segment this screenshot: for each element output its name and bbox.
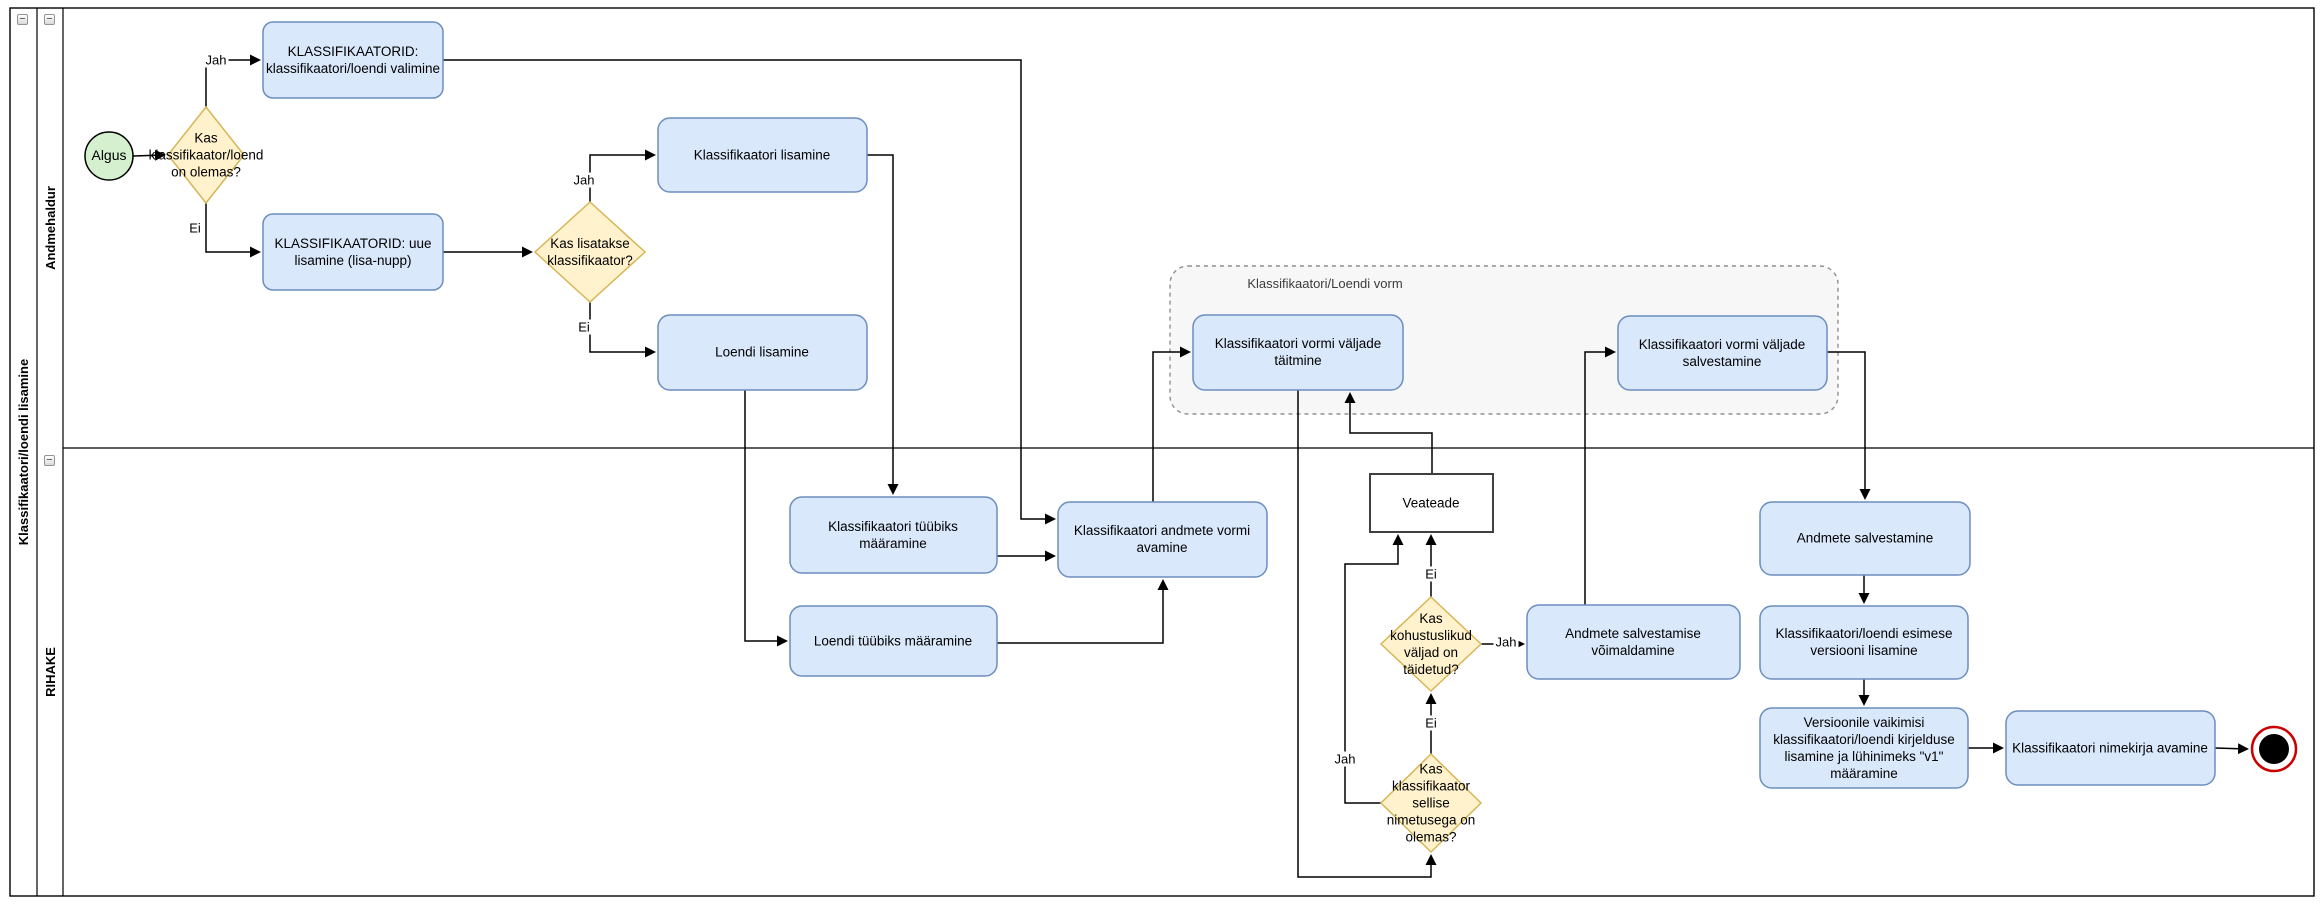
- minus-icon: −: [19, 13, 26, 25]
- edge-nimetusega-jah-veateade: [1344, 534, 1404, 804]
- edge-start-to-olemas: [132, 149, 166, 161]
- end-event-core: [2259, 734, 2289, 764]
- task-klassifikaatori-lisamine[interactable]: [657, 117, 868, 193]
- task-voimaldamine[interactable]: [1526, 604, 1741, 680]
- edge-loenditu-avamine: [997, 579, 1169, 644]
- edge-valimine-avamine: [443, 59, 1056, 525]
- edge-olemas-ei-uue: [205, 203, 261, 258]
- lane-andmehaldur-collapse-button[interactable]: −: [44, 14, 55, 25]
- task-nimekirja[interactable]: [2005, 710, 2216, 786]
- minus-icon: −: [46, 13, 53, 25]
- edge-veateade-taitmine: [1344, 392, 1433, 474]
- decision-nimetusega[interactable]: [1379, 752, 1483, 854]
- task-valimine[interactable]: [262, 21, 444, 99]
- edge-taitmine-nimetusega: [1297, 390, 1437, 878]
- edge-voimaldamine-salvestamine: [1584, 346, 1616, 605]
- task-vormi-salvestamine[interactable]: [1617, 315, 1828, 391]
- decision-olemas[interactable]: [167, 105, 245, 205]
- pool-frame: [9, 7, 2315, 897]
- task-taitmine[interactable]: [1192, 314, 1404, 391]
- task-vormi-avamine[interactable]: [1057, 501, 1268, 578]
- edge-lisatakse-ei-loend: [589, 302, 656, 358]
- lane-rihake-collapse-button[interactable]: −: [44, 455, 55, 466]
- edge-loend-tuubiks: [744, 390, 788, 647]
- decision-lisatakse[interactable]: [533, 200, 647, 304]
- start-event[interactable]: [84, 131, 134, 181]
- minus-icon: −: [46, 454, 53, 466]
- edge-olemas-jah-valimine: [205, 54, 261, 107]
- task-kl-tuubiks[interactable]: [789, 496, 998, 574]
- task-esimene-versioon[interactable]: [1759, 605, 1969, 680]
- task-uue-lisamine[interactable]: [262, 213, 444, 291]
- decision-kohustuslikud[interactable]: [1379, 595, 1483, 693]
- edge-lisatakse-jah-kl: [589, 149, 656, 202]
- veateade-box[interactable]: [1369, 473, 1494, 533]
- task-loendi-lisamine[interactable]: [657, 314, 868, 391]
- task-loendi-tuubiks[interactable]: [789, 605, 998, 677]
- edge-nimekirja-end: [2214, 743, 2249, 755]
- edge-kl-tuubiks: [867, 154, 899, 495]
- task-versioonile[interactable]: [1759, 707, 1969, 789]
- pool-collapse-button[interactable]: −: [17, 14, 28, 25]
- edge-avamine-taitmine: [1152, 346, 1191, 502]
- task-andmete-salvestamine[interactable]: [1759, 501, 1971, 576]
- edge-salvestamine-andmed: [1827, 351, 1871, 500]
